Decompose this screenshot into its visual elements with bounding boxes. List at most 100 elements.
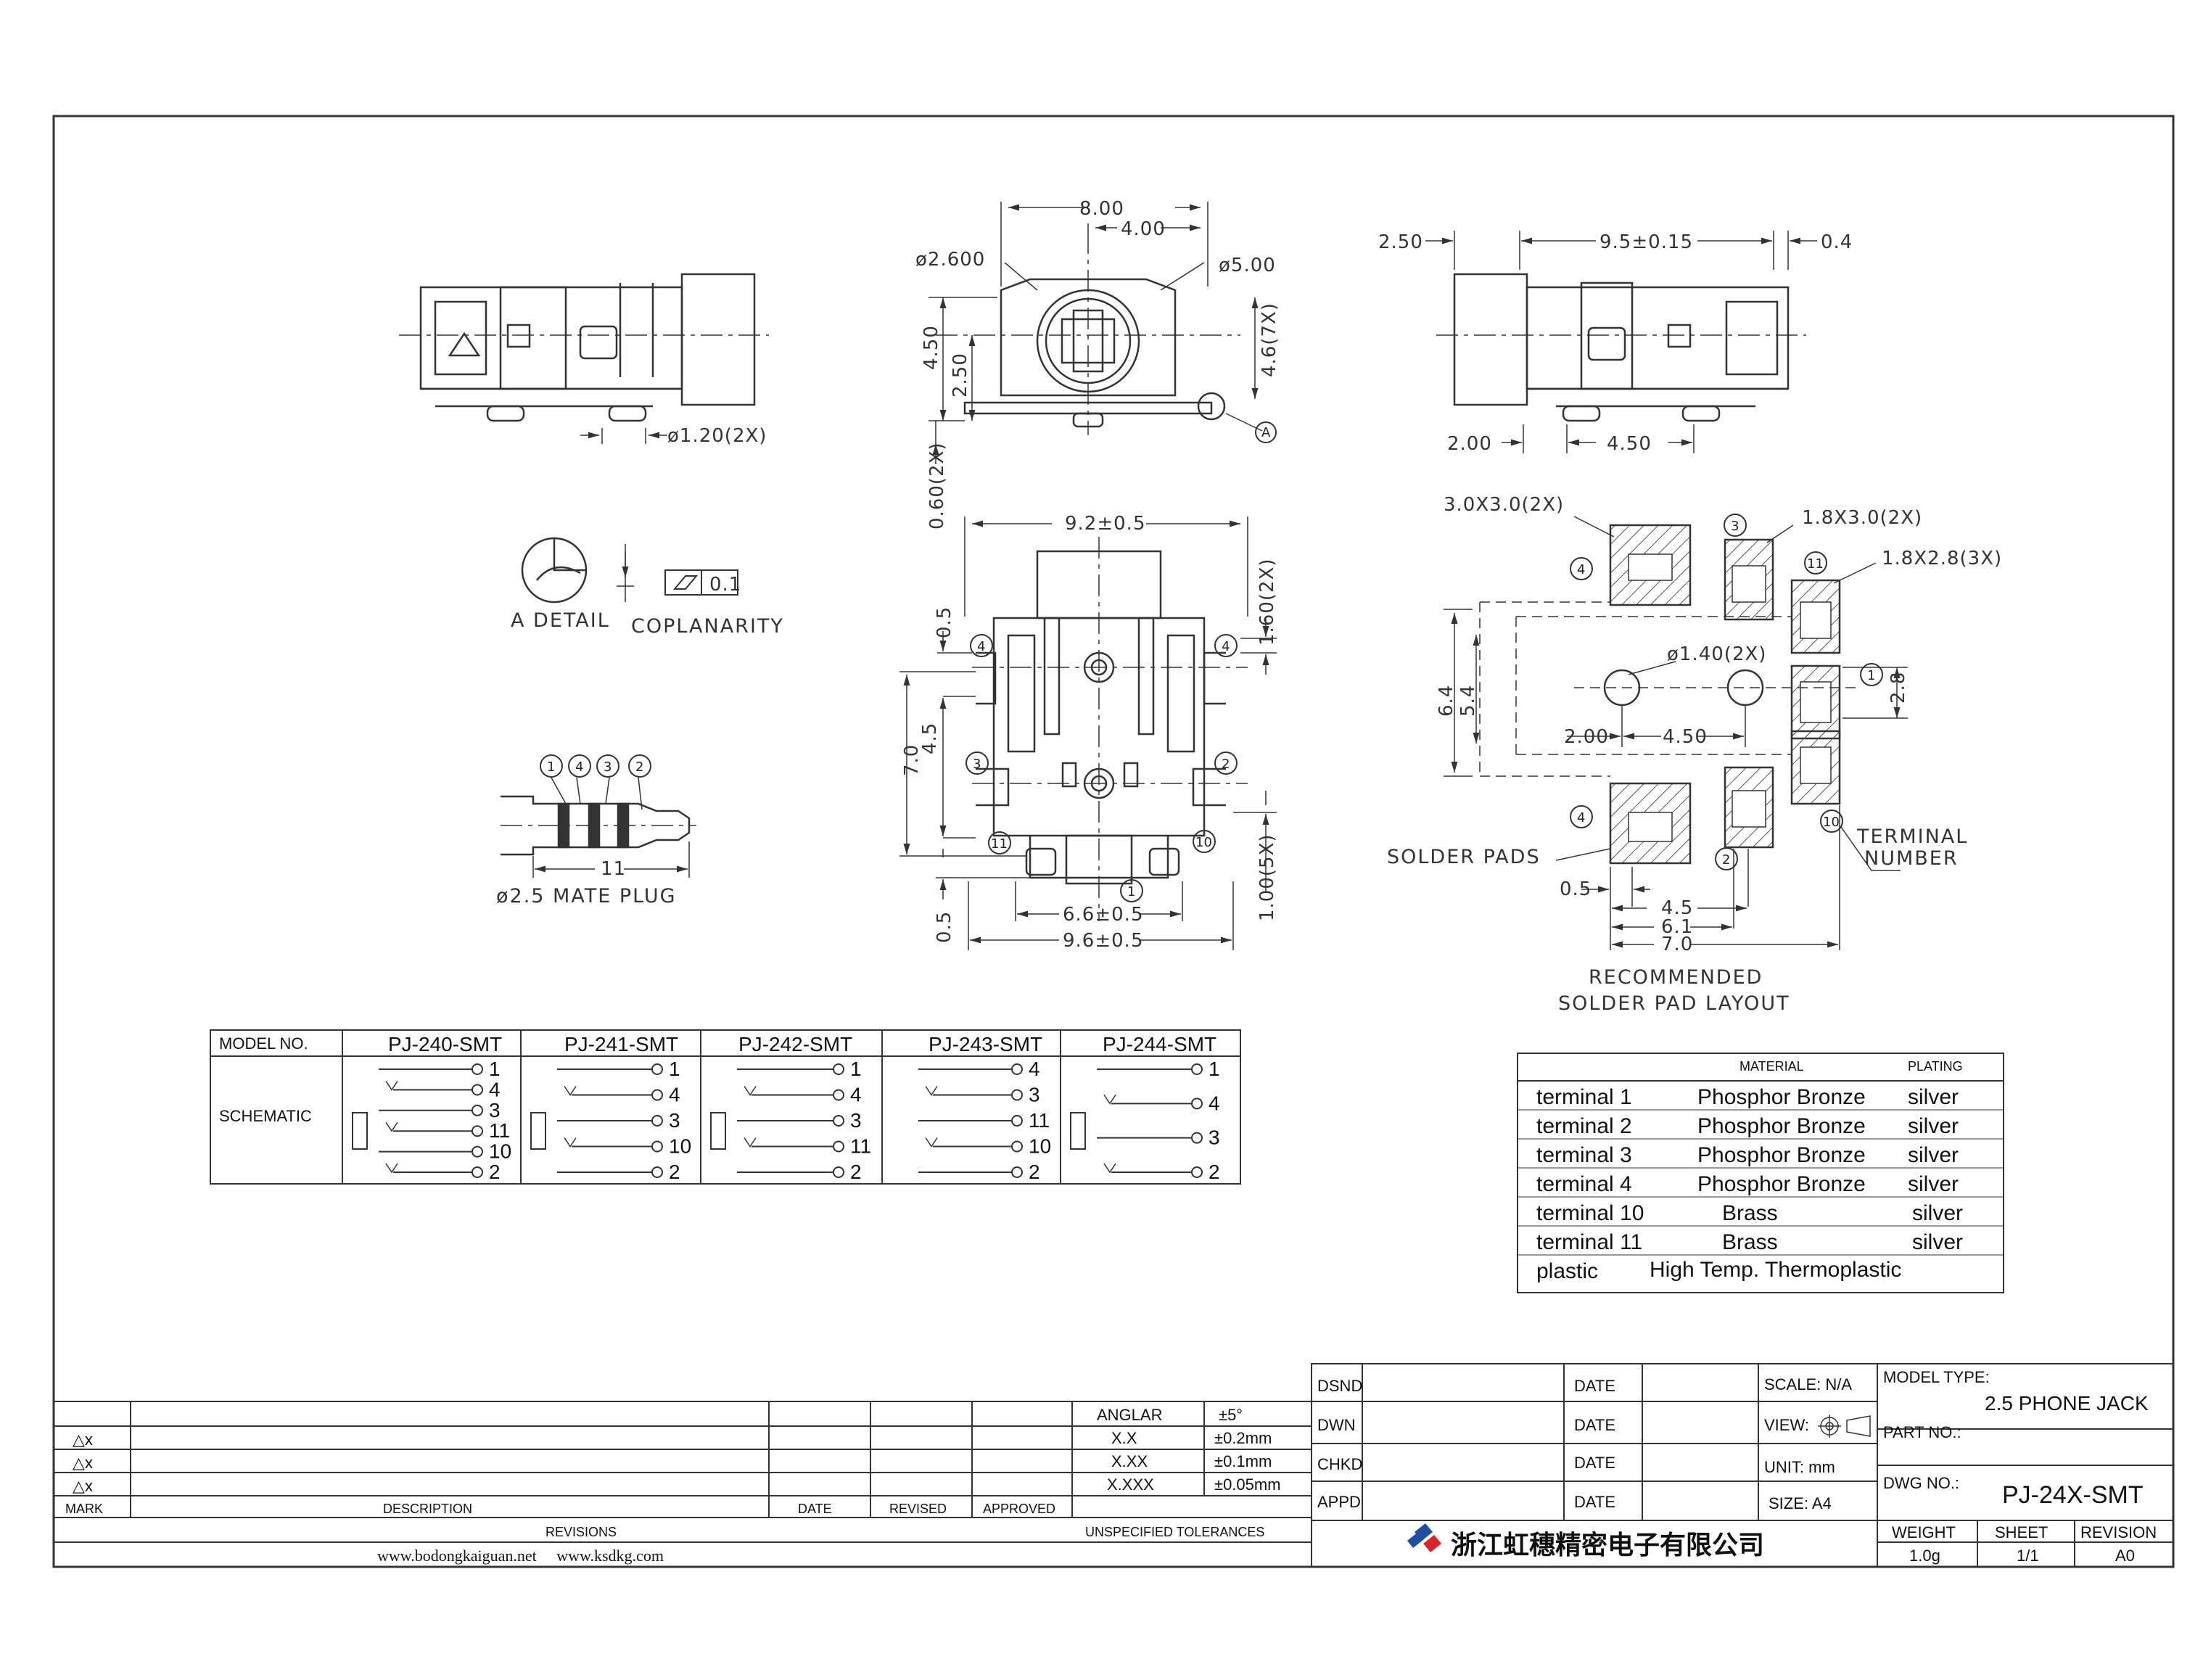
plug-terminal-1: 1 bbox=[547, 759, 555, 775]
schematic-pin-node bbox=[833, 1115, 844, 1127]
material-row-material: Phosphor Bronze bbox=[1697, 1114, 1866, 1138]
material-row-part: terminal 3 bbox=[1536, 1143, 1632, 1167]
schematic-sleeve bbox=[1070, 1112, 1086, 1150]
detail-a bbox=[521, 537, 738, 604]
schematic-sleeve bbox=[710, 1112, 726, 1150]
model-type-value: 2.5 PHONE JACK bbox=[1985, 1392, 2149, 1415]
pad-layout-caption-2: SOLDER PAD LAYOUT bbox=[1558, 992, 1790, 1015]
schematic-pin-label: 1 bbox=[850, 1058, 862, 1080]
role-dsnd: DSND bbox=[1317, 1377, 1362, 1395]
sheet-value: 1/1 bbox=[2017, 1547, 2039, 1565]
material-row-part: terminal 10 bbox=[1536, 1201, 1644, 1225]
schematic-pin-node bbox=[472, 1084, 483, 1096]
schematic-pin-label: 3 bbox=[1029, 1084, 1040, 1106]
plug-terminal-4: 4 bbox=[575, 759, 583, 775]
schematic-pin-label: 2 bbox=[850, 1161, 862, 1183]
top-terminal-2: 2 bbox=[1222, 757, 1230, 772]
schematic-pin-label: 11 bbox=[1029, 1109, 1050, 1132]
revision-col-date: DATE bbox=[798, 1502, 832, 1516]
material-row-material: Phosphor Bronze bbox=[1697, 1085, 1866, 1109]
date-label-appd: DATE bbox=[1574, 1493, 1615, 1511]
side-view-left bbox=[399, 273, 769, 444]
pad-dim-4-5: 4.5 bbox=[1661, 897, 1693, 919]
model-name-243: PJ-243-SMT bbox=[929, 1033, 1042, 1055]
pad-number-1: 1 bbox=[1867, 668, 1875, 683]
pad-dim-7-0: 7.0 bbox=[1661, 934, 1693, 955]
schematic-pin-node bbox=[651, 1166, 663, 1178]
date-label-chkd: DATE bbox=[1574, 1454, 1615, 1472]
terminal-number-label-2: NUMBER bbox=[1864, 847, 1959, 870]
pad-layout-caption-1: RECOMMENDED bbox=[1589, 966, 1763, 989]
schematic-contact bbox=[744, 1137, 757, 1148]
pad-large-size: 3.0X3.0(2X) bbox=[1444, 494, 1564, 516]
dim-top-upper: 1.60(2X) bbox=[1256, 558, 1278, 646]
dim-top-lead-pitch: 1.00(5X) bbox=[1256, 833, 1278, 921]
dwg-no-value: PJ-24X-SMT bbox=[2002, 1481, 2144, 1509]
material-col-plating: PLATING bbox=[1908, 1059, 1963, 1074]
dim-top-bottom-outer: 9.6±0.5 bbox=[1063, 930, 1143, 952]
schematic-pin-node bbox=[472, 1166, 483, 1178]
company-logo-icon bbox=[1407, 1523, 1441, 1552]
schematic-contact bbox=[1103, 1094, 1116, 1105]
dim-top-inner: 4.5 bbox=[919, 722, 941, 754]
revision-mark-2: △x bbox=[73, 1454, 93, 1472]
schematic-contact bbox=[564, 1086, 577, 1096]
schematic-pin-node bbox=[833, 1063, 844, 1075]
dim-top-width: 9.2±0.5 bbox=[1065, 513, 1145, 535]
dim-right-tab: 0.4 bbox=[1821, 231, 1853, 253]
schematic-pin-label: 1 bbox=[1209, 1058, 1220, 1080]
date-label-dwn: DATE bbox=[1574, 1416, 1615, 1434]
pad-mid-size: 1.8X3.0(2X) bbox=[1802, 507, 1922, 529]
role-chkd: CHKD bbox=[1317, 1455, 1362, 1473]
pad-dim-4-50: 4.50 bbox=[1663, 726, 1708, 748]
coplanarity-label: COPLANARITY bbox=[631, 615, 784, 638]
unit-field: UNIT: mm bbox=[1764, 1458, 1835, 1476]
pad-dim-6-1: 6.1 bbox=[1661, 916, 1693, 938]
material-row-plating: silver bbox=[1908, 1143, 1959, 1167]
size-field: SIZE: A4 bbox=[1769, 1494, 1832, 1512]
tolerance-value: ±0.2mm bbox=[1214, 1429, 1272, 1447]
pad-number-2: 2 bbox=[1722, 852, 1730, 868]
terminal-number-label-1: TERMINAL bbox=[1856, 825, 1968, 848]
detail-a-label: A DETAIL bbox=[511, 609, 610, 632]
schematic-pin-label: 4 bbox=[1029, 1058, 1040, 1080]
front-view bbox=[929, 202, 1277, 464]
schematic-sleeve bbox=[530, 1112, 546, 1150]
schematic-pin-node bbox=[651, 1063, 663, 1075]
material-row-part: plastic bbox=[1536, 1259, 1598, 1283]
material-row-part: terminal 1 bbox=[1536, 1085, 1632, 1109]
material-row-material: High Temp. Thermoplastic bbox=[1650, 1258, 1901, 1282]
dim-hole-dia: ø1.20(2X) bbox=[667, 425, 767, 447]
schematic-pin-node bbox=[1191, 1166, 1203, 1178]
schematic-pin-node bbox=[472, 1104, 483, 1116]
sheet-label: SHEET bbox=[1995, 1523, 2048, 1541]
schematic-pin-label: 10 bbox=[669, 1135, 691, 1158]
solder-pad-layout bbox=[1444, 514, 1908, 950]
material-row-part: terminal 2 bbox=[1536, 1114, 1632, 1138]
dim-right-pitch: 4.50 bbox=[1607, 433, 1652, 455]
material-col-material: MATERIAL bbox=[1739, 1059, 1804, 1074]
material-row-part: terminal 4 bbox=[1536, 1172, 1632, 1196]
tolerance-value: ±0.05mm bbox=[1214, 1475, 1281, 1494]
pad-number-10: 10 bbox=[1823, 815, 1840, 830]
schematic-pin-node bbox=[1011, 1089, 1023, 1101]
schematic-pin-node bbox=[651, 1089, 663, 1101]
top-terminal-11: 11 bbox=[991, 836, 1008, 852]
schematic-contact bbox=[925, 1086, 938, 1096]
revision-label: REVISION bbox=[2080, 1523, 2157, 1541]
revision-col-revised: REVISED bbox=[889, 1502, 947, 1516]
schematic-pin-label: 4 bbox=[850, 1084, 862, 1106]
schematic-pin-node bbox=[1191, 1098, 1203, 1110]
top-view bbox=[899, 516, 1277, 950]
plug-terminal-3: 3 bbox=[604, 759, 612, 775]
model-table bbox=[210, 1029, 1241, 1185]
dim-right-left: 2.50 bbox=[1378, 231, 1423, 253]
schematic-pin-node bbox=[1191, 1132, 1203, 1144]
projection-symbol-icon bbox=[1818, 1415, 1871, 1438]
dim-front-width: 8.00 bbox=[1079, 198, 1124, 220]
dim-front-center: 2.50 bbox=[950, 353, 971, 398]
top-terminal-3: 3 bbox=[973, 757, 981, 772]
schematic-contact bbox=[385, 1080, 398, 1091]
schematic-pin-node bbox=[651, 1115, 663, 1127]
schematic-pin-node bbox=[833, 1140, 844, 1153]
